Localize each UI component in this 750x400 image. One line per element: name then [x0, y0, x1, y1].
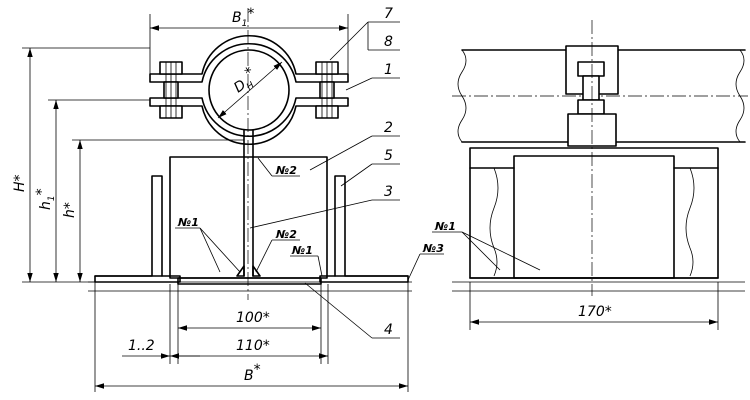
bolt-left [159, 61, 183, 119]
weld-mark-left [236, 265, 245, 277]
nut-side-lower [577, 99, 605, 115]
part-8-label: 8 [384, 34, 393, 50]
weld1-left-leader-b [199, 227, 241, 273]
b1-label: B1* [232, 6, 254, 29]
bolt-side [582, 75, 600, 101]
side-angle-right [334, 175, 409, 277]
pipe-break-left [457, 49, 467, 143]
dn-label: DH* [228, 64, 262, 99]
weld1-left-label: №1 [177, 216, 199, 229]
leader-4 [304, 282, 373, 339]
leader-7 [329, 21, 369, 61]
support-inner-plate [513, 155, 675, 279]
h-small-label: h* [62, 202, 78, 218]
leader-1 [345, 77, 373, 91]
weld2-lower-leader [255, 239, 273, 273]
part-3-label: 3 [384, 184, 393, 200]
clamp-lower-half [149, 97, 349, 145]
weld3-leader [407, 253, 421, 281]
pipe-break-right [735, 49, 745, 143]
clamp-upper-half [149, 35, 349, 83]
weld1-side-leader-a [461, 231, 501, 271]
side-view [432, 20, 748, 330]
leader-2 [309, 135, 373, 171]
support-body [169, 156, 328, 279]
weld1-side-leader-b [461, 231, 541, 271]
leader-5 [340, 163, 373, 187]
nut-side-upper [577, 61, 605, 77]
h-big-label: H* [12, 174, 28, 192]
weld1-side-label: №1 [434, 220, 456, 233]
base-plate-left [94, 275, 181, 283]
part-2-label: 2 [384, 120, 393, 136]
part-5-label: 5 [384, 148, 393, 164]
labels: B1* DH* H* h1* h* 100* 110* 1..2 B* 170*… [12, 6, 612, 384]
weld2-upper-leader [257, 157, 273, 177]
d110-label: 110* [236, 338, 270, 354]
break-inner-right [685, 167, 695, 277]
pipe-circle [208, 49, 290, 131]
side-angle-left [94, 175, 163, 277]
b-label: B* [244, 362, 261, 384]
weld2-upper-label: №2 [275, 164, 297, 177]
part-7-label: 7 [384, 6, 393, 22]
weld1-left-leader-a [199, 227, 221, 273]
leader-3 [249, 199, 373, 229]
bolt-right [315, 61, 339, 119]
part-1-label: 1 [384, 62, 393, 78]
weld3-label: №3 [422, 242, 444, 255]
front-view [22, 8, 444, 392]
bottom-plate [177, 277, 322, 285]
part-4-label: 4 [384, 322, 393, 338]
dn-dimension-line [217, 61, 283, 119]
h1-label: h1* [34, 188, 57, 210]
weld1-mid-leader [317, 255, 323, 277]
base-plate-right [319, 275, 409, 283]
d12-label: 1..2 [128, 338, 155, 354]
break-inner-left [489, 167, 499, 277]
d170-label: 170* [578, 304, 612, 320]
d100-label: 100* [236, 310, 270, 326]
weld2-lower-label: №2 [275, 228, 297, 241]
weld1-mid-label: №1 [291, 244, 313, 257]
